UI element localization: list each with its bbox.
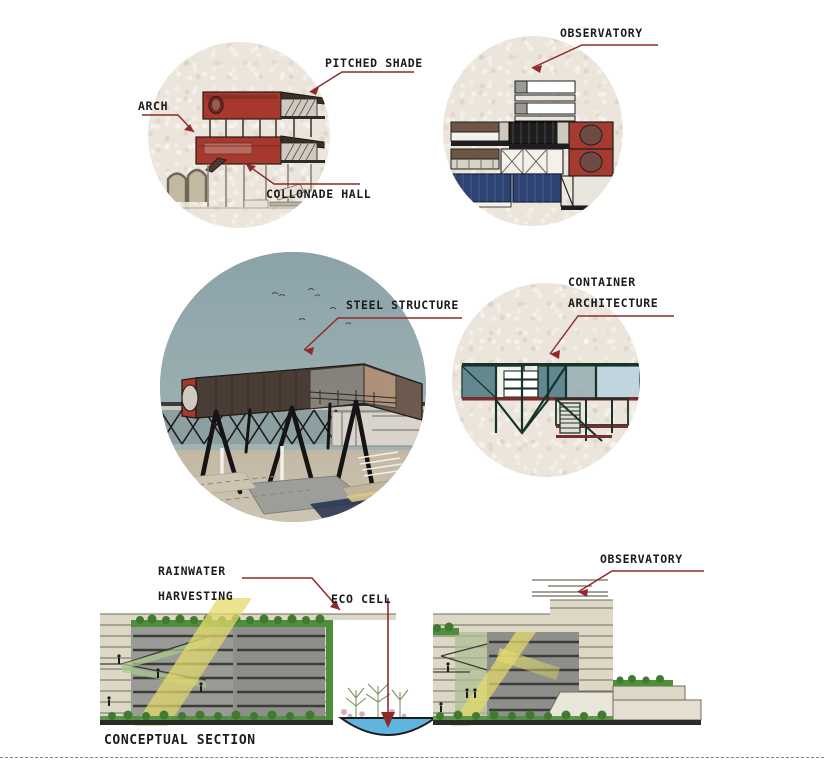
container-elevation-drawing [461, 363, 640, 442]
label-steel-structure: STEEL STRUCTURE [346, 298, 459, 312]
label-arch: ARCH [138, 99, 169, 113]
vignette-container-stack [443, 36, 623, 226]
label-eco-cell: ECO CELL [331, 592, 392, 606]
label-conceptual-section: CONCEPTUAL SECTION [104, 733, 256, 748]
label-rainwater-line1: RAINWATER [158, 564, 226, 578]
label-observatory-section: OBSERVATORY [600, 552, 683, 566]
perspective-render-drawing [160, 252, 426, 522]
footer-divider [0, 757, 824, 758]
label-rainwater-line2: HARVESTING [158, 589, 234, 603]
label-collonade-hall: COLLONADE HALL [266, 187, 372, 201]
elevation-detail-drawing [166, 91, 325, 209]
label-container-line1: CONTAINER [568, 275, 636, 289]
label-container-line2: ARCHITECTURE [568, 296, 659, 310]
label-pitched-shade: PITCHED SHADE [325, 56, 423, 70]
container-stack-drawing [448, 80, 614, 210]
label-observatory-top: OBSERVATORY [560, 26, 643, 40]
conceptual-section-drawing [0, 540, 824, 745]
vignette-perspective-render [160, 252, 426, 522]
